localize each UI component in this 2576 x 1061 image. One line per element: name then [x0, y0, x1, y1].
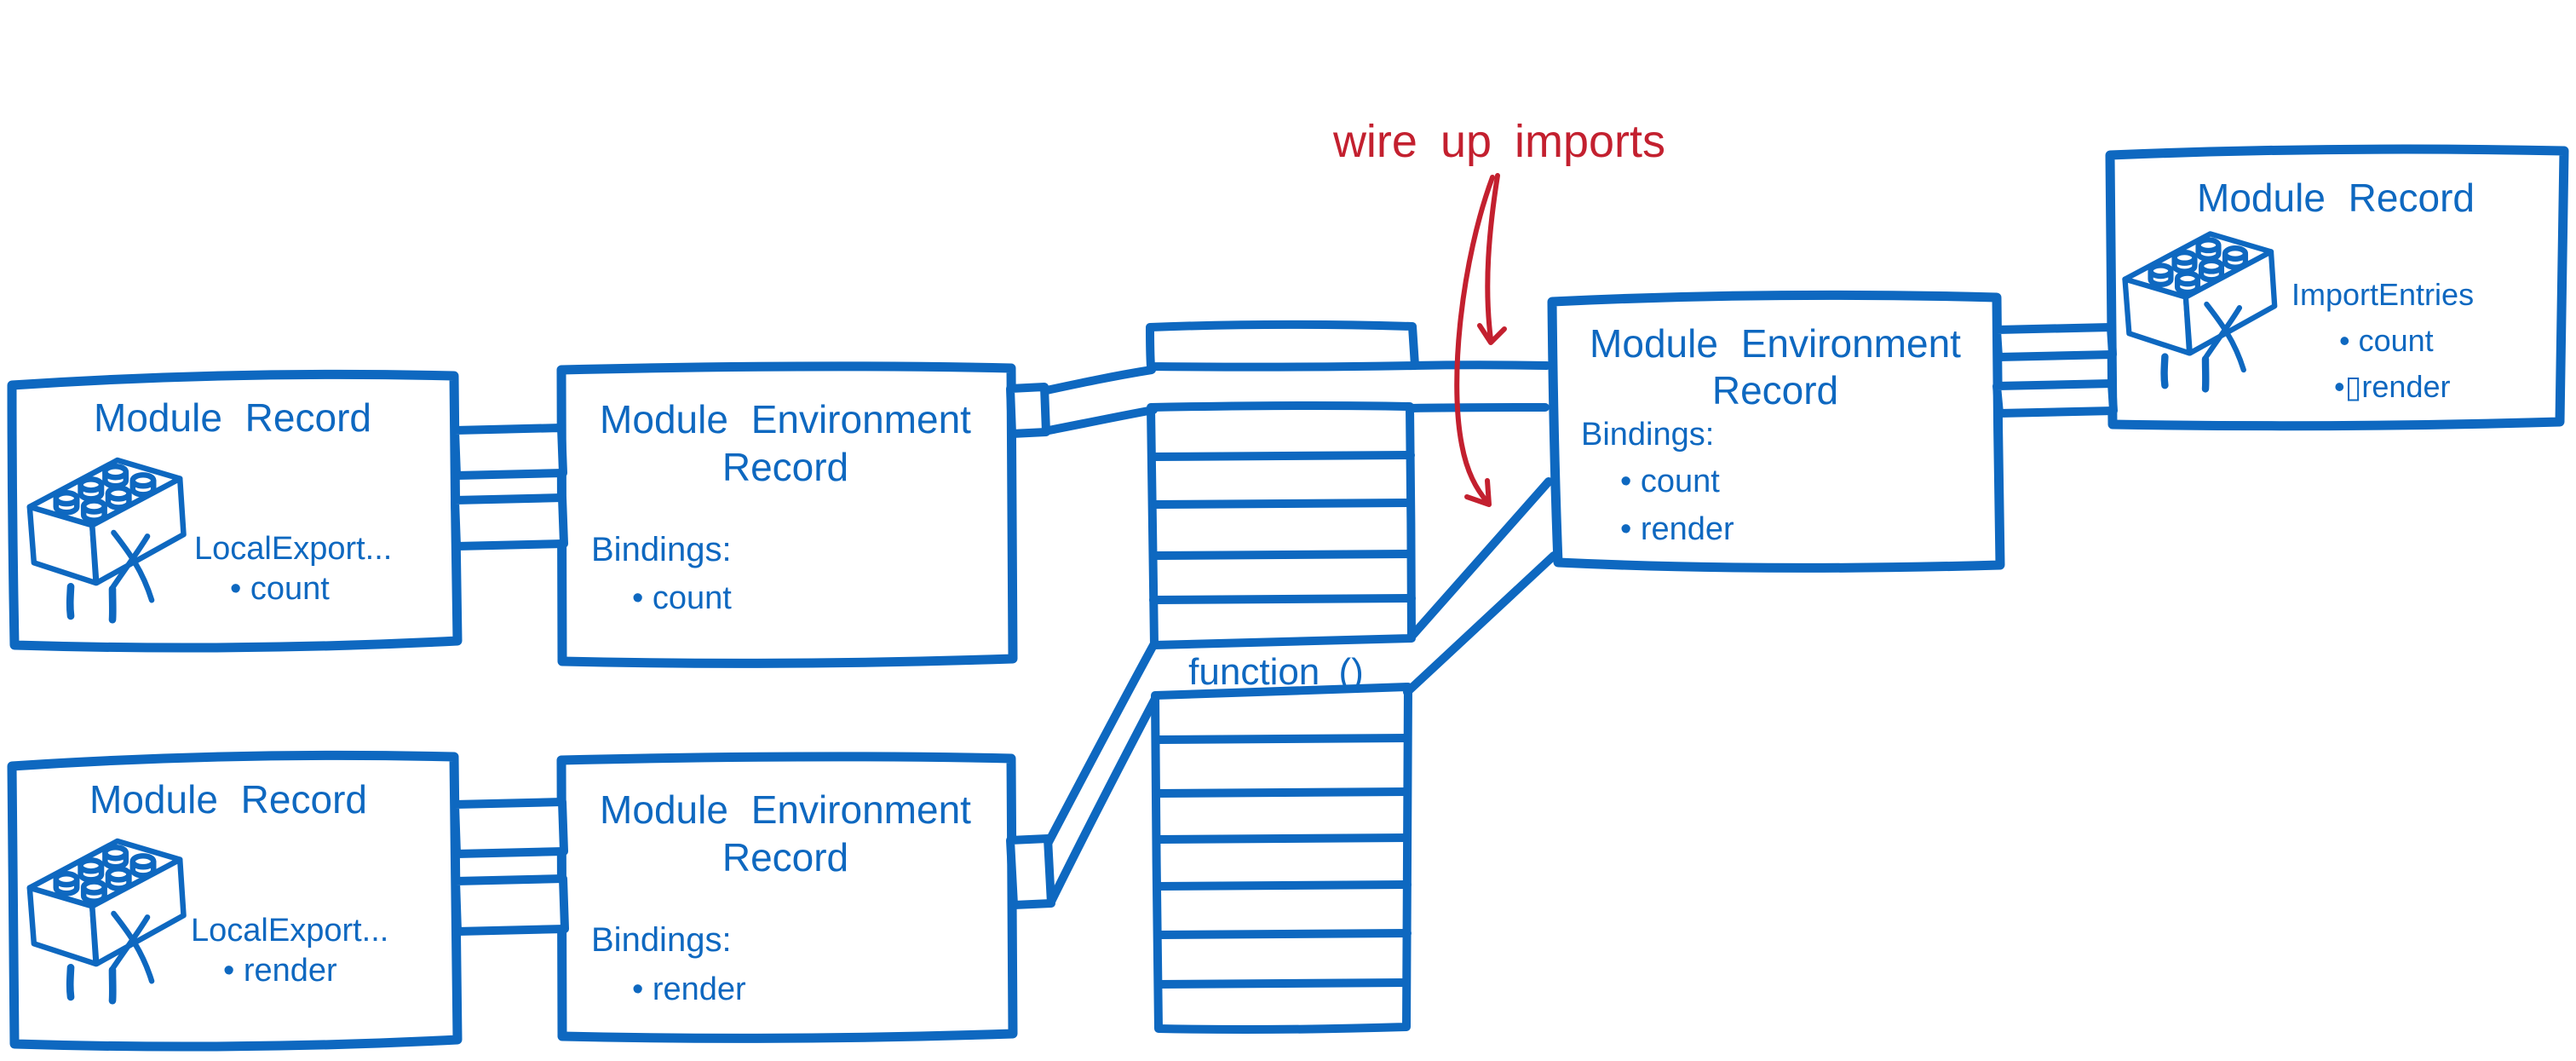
lego-brick-icon: [2125, 234, 2275, 389]
module-record-top-right-box: Module Record ImportEntries • count •▯re…: [2105, 144, 2569, 431]
import-entries-label: ImportEntries: [2291, 277, 2474, 312]
binding-count-item: • count: [1620, 464, 1720, 499]
connector-tab: [451, 874, 569, 936]
stack-row-line: [1153, 787, 1412, 798]
arrowhead-icon: [1477, 323, 1507, 345]
wire-top-band: [1038, 360, 1551, 435]
band-line: [1403, 551, 1558, 696]
bindings-label: Bindings:: [591, 921, 732, 959]
lego-brick-icon: [30, 460, 184, 620]
module-record-bottom-left-box: Module Record LocalExport... • render: [7, 750, 463, 1052]
connector-tab: [1992, 323, 2117, 361]
box-outline: [2105, 144, 2569, 431]
box-outline: [7, 750, 463, 1052]
connector-tab: [1992, 379, 2118, 418]
stack-row-line: [1148, 451, 1415, 461]
box-connectors: [451, 323, 2118, 936]
stack-lower-section: [1151, 683, 1412, 1035]
box-title-line2: Record: [722, 445, 848, 489]
binding-count-item: • count: [632, 580, 732, 616]
wire-up-imports-annotation: wire up imports: [1332, 116, 1665, 507]
binding-render-item: • render: [632, 972, 746, 1007]
box-title: Module Record: [89, 777, 367, 822]
connector-tab: [451, 493, 568, 551]
stack-row-line: [1153, 833, 1412, 844]
stack-row-line: [1153, 734, 1412, 744]
export-render-item: • render: [223, 953, 337, 989]
band-line: [1038, 366, 1156, 395]
connector-tab: [451, 798, 568, 858]
stack-row-line: [1154, 978, 1411, 989]
wire-function-band: [1044, 477, 1558, 906]
box-title-line2: Record: [722, 835, 848, 879]
box-outline: [556, 361, 1018, 668]
box-title: Module Record: [2197, 176, 2475, 220]
module-env-right-box: Module Environment Record Bindings: • co…: [1547, 290, 2005, 573]
module-env-top-left-box: Module Environment Record Bindings: • co…: [556, 361, 1018, 668]
module-env-bottom-left-box: Module Environment Record Bindings: • re…: [556, 752, 1018, 1043]
connector-tab: [451, 424, 567, 480]
box-title-line1: Module Environment: [600, 397, 971, 441]
stack-row-line: [1148, 499, 1415, 509]
box-outline: [1547, 290, 2005, 573]
arrowhead-icon: [1464, 478, 1492, 507]
binding-render-item: • render: [1620, 511, 1734, 547]
bindings-label: Bindings:: [1581, 417, 1714, 453]
stack-row-line: [1149, 550, 1415, 560]
band-line: [1408, 360, 1551, 370]
local-export-label: LocalExport...: [194, 531, 392, 567]
band-line: [1044, 641, 1158, 848]
export-count-item: • count: [230, 571, 330, 607]
import-count-item: • count: [2339, 323, 2434, 358]
band-line: [1040, 406, 1158, 435]
connector-tab: [1006, 834, 1055, 909]
band-line: [1406, 477, 1553, 642]
local-export-label: LocalExport...: [191, 913, 388, 949]
annotation-label: wire up imports: [1332, 116, 1665, 167]
stack-row-line: [1154, 929, 1412, 939]
bindings-label: Bindings:: [591, 531, 732, 568]
box-title-line1: Module Environment: [600, 787, 971, 832]
lego-brick-icon: [30, 841, 184, 1000]
import-render-item: •▯render: [2334, 369, 2450, 404]
box-outline: [556, 752, 1018, 1043]
band-line: [1406, 403, 1550, 412]
annotation-arrow: [1454, 175, 1495, 505]
connector-tab: [1006, 383, 1050, 438]
annotation-arrow: [1485, 173, 1500, 342]
stack-top-cell: [1146, 320, 1419, 372]
box-title-line1: Module Environment: [1590, 321, 1961, 366]
stack-upper-section: [1147, 401, 1416, 649]
module-record-top-left-box: Module Record LocalExport... • count: [7, 369, 463, 653]
memory-stack: function (): [1146, 320, 1419, 1035]
band-line: [1047, 691, 1161, 906]
stack-row-line: [1153, 880, 1412, 891]
box-outline: [7, 369, 463, 653]
box-title-line2: Record: [1712, 368, 1838, 412]
box-title: Module Record: [94, 395, 371, 440]
stack-row-line: [1149, 594, 1416, 604]
